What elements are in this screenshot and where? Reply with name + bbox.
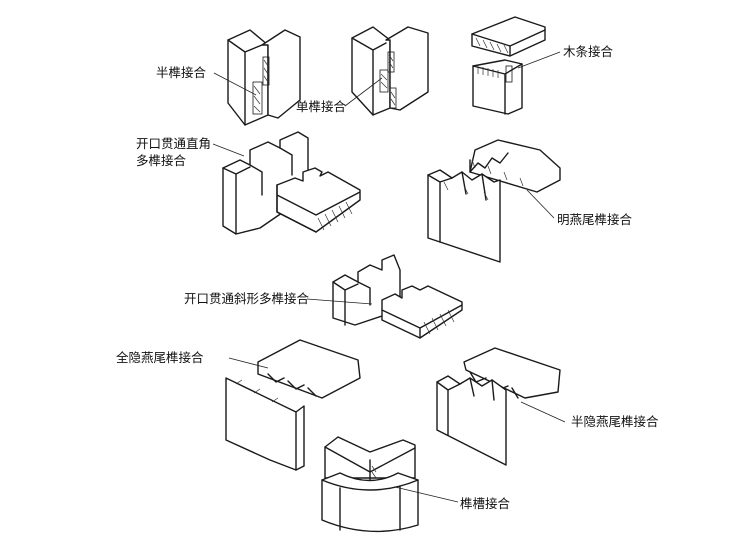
leader-open-straight <box>212 143 245 157</box>
half-mortise-joint-drawing <box>227 29 301 126</box>
leader-half-hidden <box>520 401 566 423</box>
leader-tongue-groove <box>394 486 459 503</box>
leader-wood-strip <box>517 51 561 69</box>
exposed-dovetail-drawing <box>427 139 561 263</box>
label-wood-strip-joint: 木条接合 <box>563 44 614 59</box>
half-hidden-dovetail-drawing <box>436 347 561 466</box>
label-full-hidden-dovetail-joint: 全隐燕尾榫接合 <box>116 350 204 365</box>
leader-full-hidden <box>228 357 269 369</box>
leader-single-mortise <box>344 77 383 107</box>
leader-exposed-dovetail <box>526 189 555 219</box>
label-single-mortise-joint: 单榫接合 <box>296 99 347 114</box>
label-exposed-dovetail-joint: 明燕尾榫接合 <box>557 212 633 227</box>
single-mortise-joint-drawing <box>351 26 429 116</box>
label-open-straight-multi-line2: 多榫接合 <box>136 153 187 168</box>
label-half-hidden-dovetail-joint: 半隐燕尾榫接合 <box>571 414 659 429</box>
label-half-mortise-joint: 半榫接合 <box>156 65 207 80</box>
open-straight-multi-tenon-drawing <box>222 131 361 235</box>
leader-lines <box>212 51 566 503</box>
full-hidden-dovetail-drawing <box>225 339 361 471</box>
open-oblique-multi-tenon-drawing <box>332 254 463 339</box>
leader-open-oblique <box>306 298 373 305</box>
tongue-groove-joint-drawing <box>321 436 419 533</box>
label-tongue-groove-joint: 榫槽接合 <box>460 496 511 511</box>
leader-half-mortise <box>213 72 257 96</box>
label-open-oblique-multi-tenon: 开口贯通斜形多榫接合 <box>184 291 310 306</box>
wood-strip-joint-drawing <box>471 16 546 115</box>
label-open-straight-multi-line1: 开口贯通直角 <box>136 136 212 151</box>
